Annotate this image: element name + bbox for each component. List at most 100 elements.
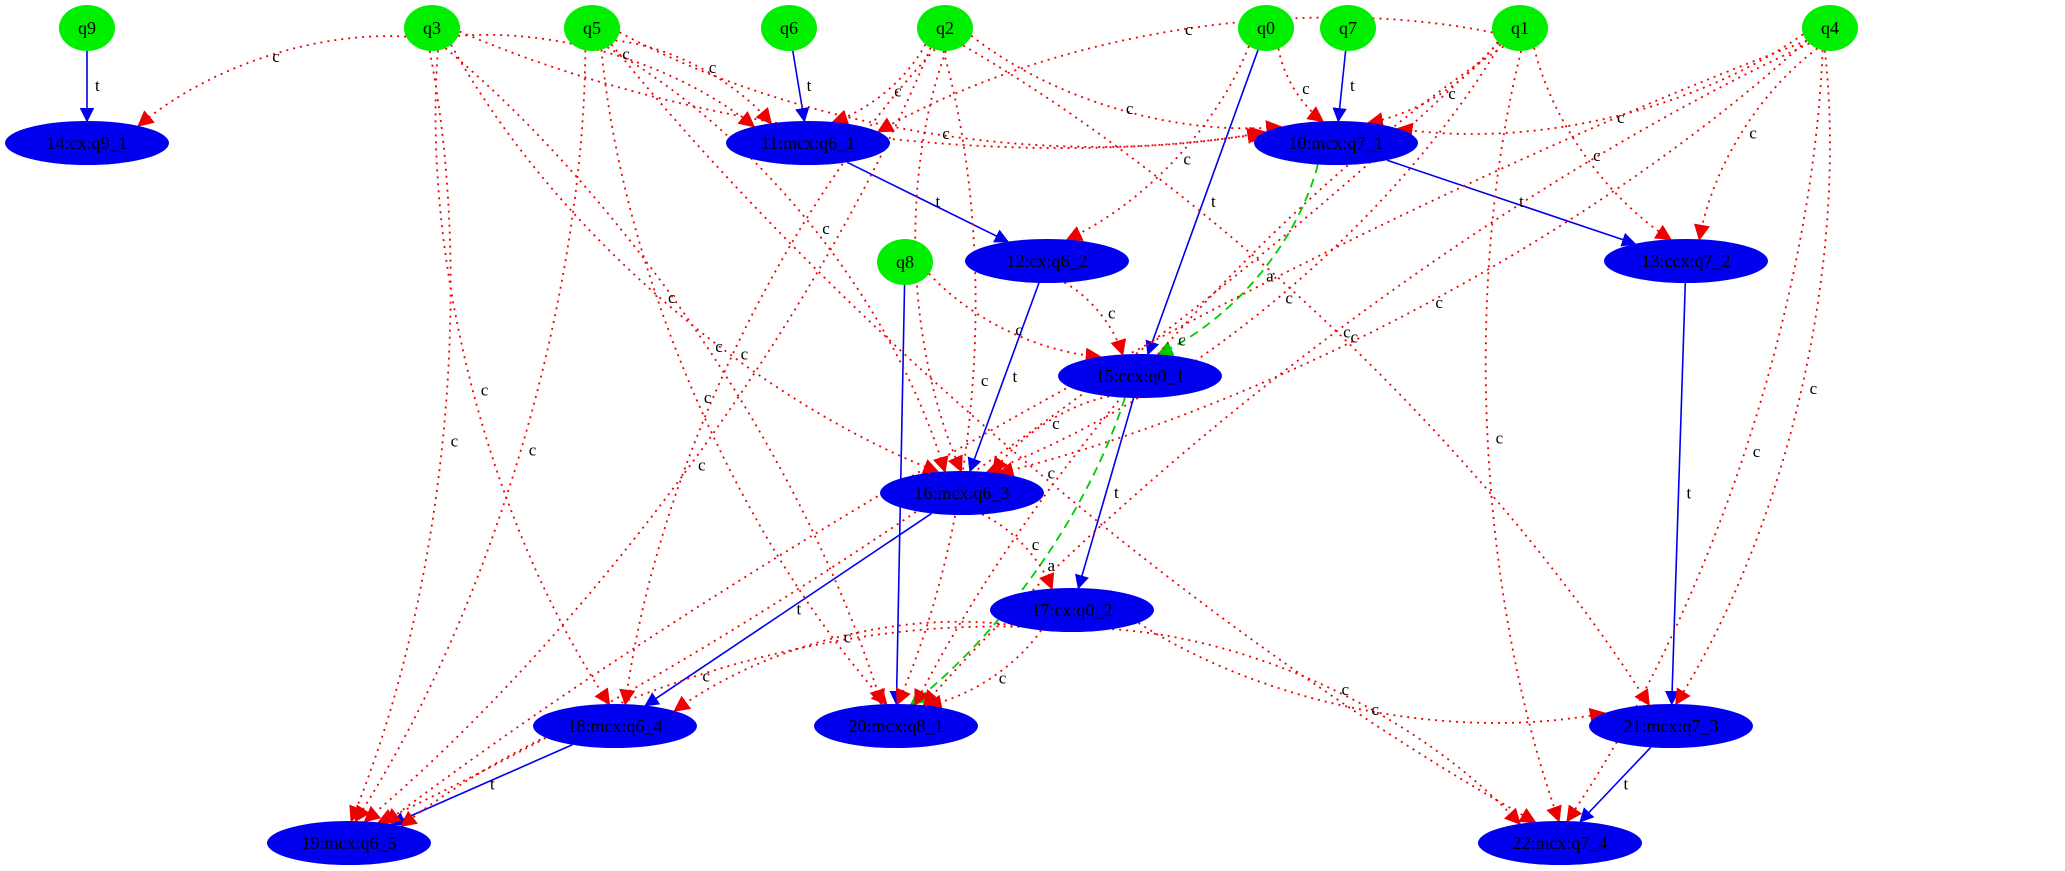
node-shape-n11	[726, 121, 890, 165]
node-q0: q0	[1238, 5, 1294, 51]
edge-c-q5-n19	[354, 50, 587, 823]
edge-layer: tttttttttttttaaccccccccccccccccccccccccc…	[79, 16, 1831, 828]
edge-t-n21-n22	[1579, 746, 1652, 823]
edge-c-n17-n22	[1112, 628, 1521, 826]
edge-c-q2-n19	[363, 47, 932, 823]
edge-c-q4-n16	[997, 39, 1808, 478]
edge-c-q3-n20	[444, 47, 886, 706]
edge-label-q2-n21: c	[1350, 327, 1358, 346]
node-n11: 11:mcx:q6_1	[726, 121, 890, 165]
edge-c-q4-n21	[1675, 50, 1831, 706]
edge-c-q1-n11	[876, 16, 1493, 133]
node-label-n13: 13:ccx:q7_2	[1642, 251, 1731, 271]
node-q2: q2	[917, 5, 973, 51]
edge-label-n15-n16: c	[1052, 414, 1060, 433]
edge-a-n15-n20	[909, 397, 1126, 706]
node-n19: 19:mcx:q6_5	[267, 821, 431, 865]
node-n10: 10:mcx:q7_1	[1254, 121, 1418, 165]
node-label-q6: q6	[780, 18, 798, 38]
node-shape-n10	[1254, 121, 1418, 165]
node-label-q9: q9	[78, 18, 96, 38]
edge-label-q0-n12: c	[1183, 149, 1191, 168]
edge-label-q2-n10: c	[1126, 99, 1134, 118]
edge-label-n13-n21: t	[1687, 484, 1692, 503]
edge-c-n17-n21	[1138, 622, 1607, 724]
edge-c-q8-n15	[928, 273, 1102, 364]
edge-label-n17-n19: c	[702, 667, 710, 686]
node-label-n19: 19:mcx:q6_5	[302, 833, 397, 853]
node-label-n21: 21:mcx:q7_3	[1624, 716, 1719, 736]
node-label-q3: q3	[423, 18, 441, 38]
node-n17: 17:cx:q0_2	[990, 588, 1154, 632]
node-label-n10: 10:mcx:q7_1	[1289, 133, 1384, 153]
node-n21: 21:mcx:q7_3	[1589, 704, 1753, 748]
node-shape-q7	[1320, 5, 1376, 51]
node-label-n18: 18:mcx:q6_4	[568, 716, 663, 736]
node-n14: 14:cx:q9_1	[5, 121, 169, 165]
edge-c-q1-n13	[1533, 47, 1672, 241]
node-q1: q1	[1492, 5, 1548, 51]
node-n13: 13:ccx:q7_2	[1604, 239, 1768, 283]
node-n16: 16:mcx:q6_3	[880, 471, 1044, 515]
node-q6: q6	[761, 5, 817, 51]
edge-c-q2-n10	[970, 35, 1283, 137]
node-label-q0: q0	[1257, 18, 1275, 38]
node-label-n17: 17:cx:q0_2	[1032, 600, 1113, 620]
edge-c-n17-n20	[925, 629, 1042, 711]
edge-label-q3-n16: c	[668, 288, 676, 307]
edge-label-q5-n22: c	[1048, 463, 1056, 482]
node-shape-n17	[990, 588, 1154, 632]
edge-label-n12-n16: t	[1013, 367, 1018, 386]
node-shape-n20	[814, 704, 978, 748]
edge-c-q3-n16	[450, 44, 940, 475]
edge-c-q5-n22	[610, 43, 1537, 823]
node-n15: 15:ccx:q0_1	[1058, 354, 1222, 398]
edge-c-q4-n13	[1693, 47, 1818, 241]
node-q7: q7	[1320, 5, 1376, 51]
edge-label-q4-n21: c	[1810, 379, 1818, 398]
edge-label-q5-n11: c	[709, 58, 717, 77]
edge-c-n15-n16	[992, 395, 1110, 474]
edge-c-q3-n10	[459, 30, 1264, 149]
edge-label-q2-n20: c	[981, 371, 989, 390]
edge-label-q1-n10: c	[1448, 84, 1456, 103]
edge-label-q1-n13: c	[1593, 146, 1601, 165]
edge-t-q6-n11	[791, 50, 810, 123]
edge-label-n17-n18: c	[844, 628, 852, 647]
edge-label-q5-n20: c	[704, 388, 712, 407]
node-shape-n16	[880, 471, 1044, 515]
edge-label-q0-n10: c	[1302, 79, 1310, 98]
edge-label-n15-n17: t	[1114, 483, 1119, 502]
node-shape-n12	[965, 239, 1129, 283]
node-q5: q5	[564, 5, 620, 51]
node-shape-q6	[761, 5, 817, 51]
edge-label-q5-n19: c	[529, 441, 537, 460]
node-label-n14: 14:cx:q9_1	[47, 133, 128, 153]
node-q3: q3	[404, 5, 460, 51]
edge-label-q4-n13: c	[1749, 123, 1757, 142]
edge-t-q7-n10	[1332, 50, 1347, 123]
edge-c-q4-n20	[922, 42, 1810, 707]
edge-c-q0-n12	[1065, 45, 1250, 241]
edge-label-q6-n11: t	[807, 76, 812, 95]
edge-c-q3-n11	[458, 33, 756, 128]
node-label-n20: 20:mcx:q8_1	[849, 716, 944, 736]
node-n12: 12:cx:q6_2	[965, 239, 1129, 283]
edge-label-q5-n10: c	[942, 124, 950, 143]
edge-label-n18-n19: t	[490, 775, 495, 794]
edge-label-q0-n15: t	[1211, 192, 1216, 211]
edge-c-n16-n17	[981, 513, 1055, 591]
node-shape-n18	[533, 704, 697, 748]
node-shape-q4	[1802, 5, 1858, 51]
edge-label-q5-n16: c	[822, 219, 830, 238]
edge-label-q3-n19: c	[451, 431, 459, 450]
edge-label-n16-n17: c	[1032, 535, 1040, 554]
edge-label-q8-n15: c	[1015, 321, 1023, 340]
edge-t-n15-n17	[1075, 397, 1135, 590]
edge-c-q5-n11	[615, 39, 773, 125]
edge-label-q1-n16: c	[1285, 289, 1293, 308]
edge-c-n17-n19	[400, 625, 1020, 828]
edge-label-n11-n12: t	[936, 192, 941, 211]
edge-c-q2-n11	[831, 44, 927, 126]
